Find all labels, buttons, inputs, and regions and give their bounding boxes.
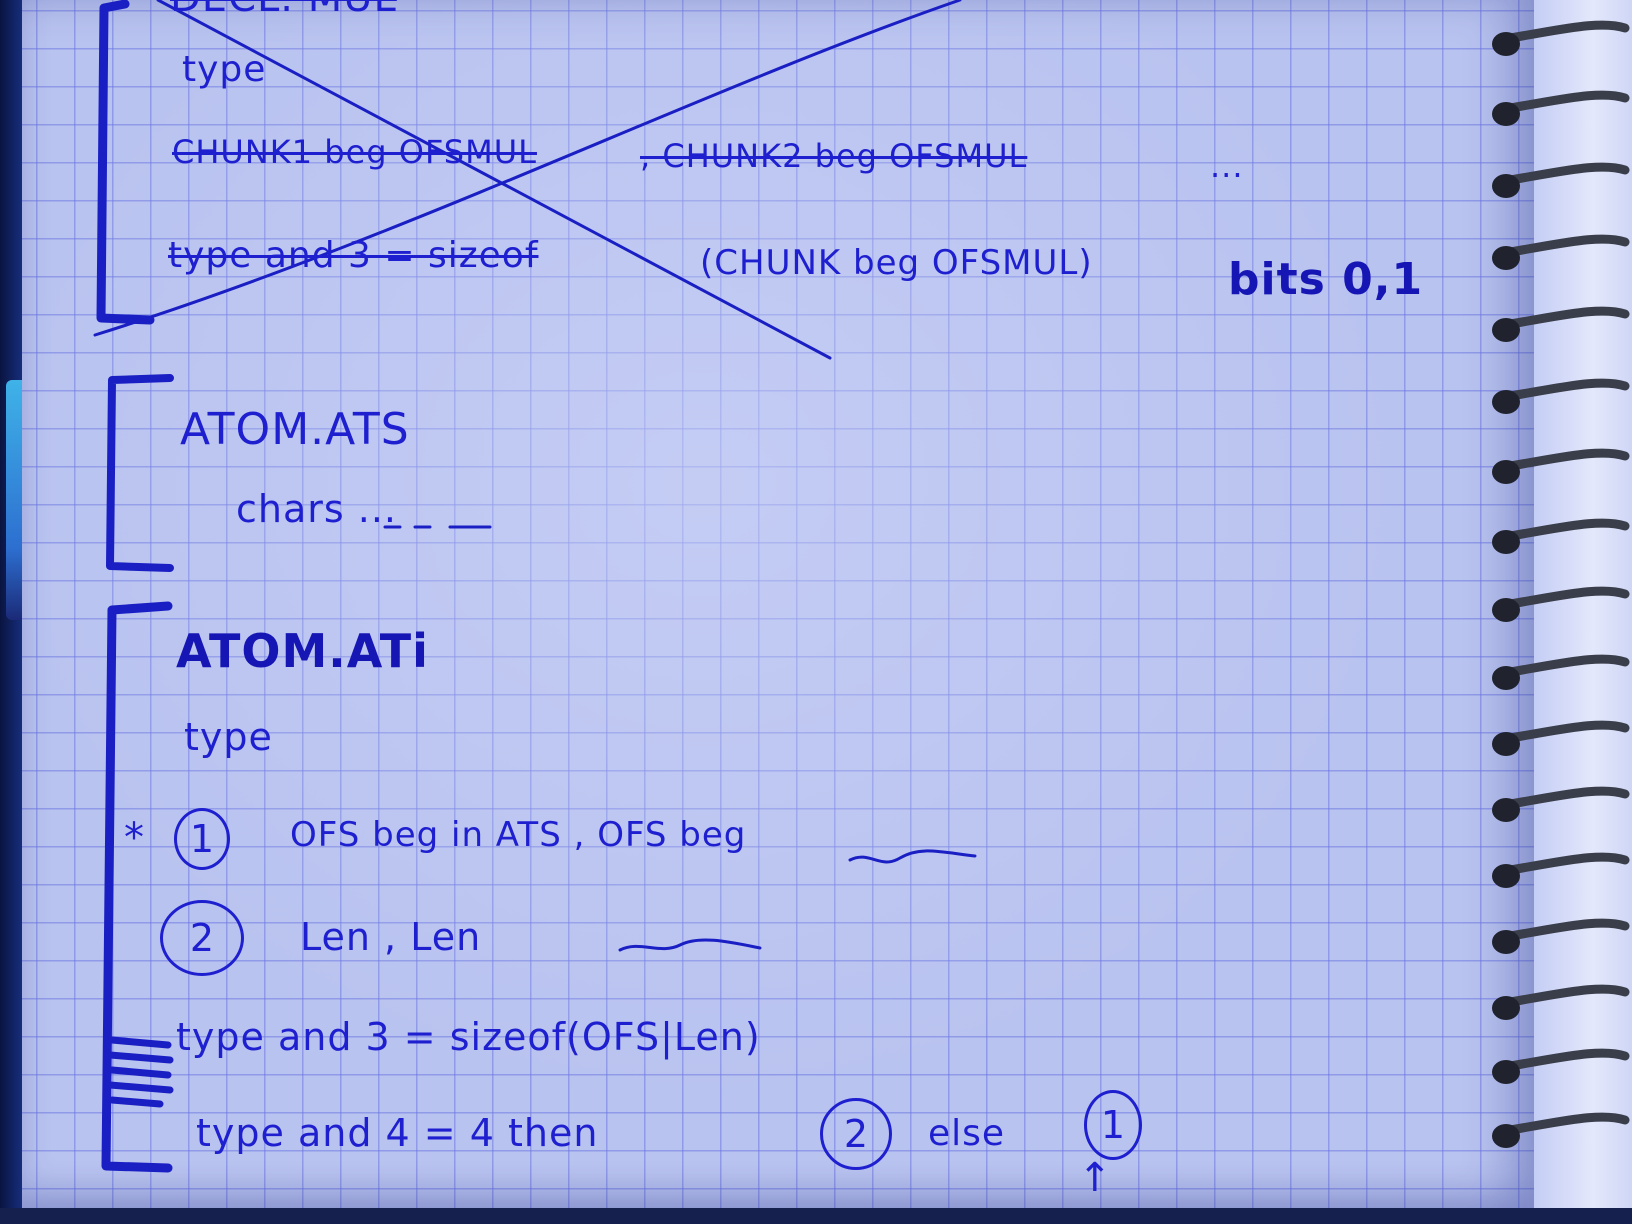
top-partial-heading: DECL. MUL xyxy=(170,0,397,18)
item2-circle: 2 xyxy=(160,900,244,976)
cond-then-circle: 2 xyxy=(820,1098,892,1170)
block1-ellipsis: ... xyxy=(1210,147,1244,185)
block1-bits: bits 0,1 xyxy=(1228,254,1424,305)
block1-type: type xyxy=(182,49,267,90)
block3-cond-then: type and 4 = 4 then xyxy=(196,1111,599,1155)
item1-circle: 1 xyxy=(174,808,230,870)
block1-sizeof: type and 3 = sizeof xyxy=(168,235,539,276)
pointer-arrow: ↑ xyxy=(1078,1155,1113,1201)
block3-sizeof: type and 3 = sizeof(OFS|Len) xyxy=(176,1015,761,1059)
block2-title: ATOM.ATS xyxy=(180,404,410,455)
block1-chunk2: , CHUNK2 beg OFSMUL xyxy=(640,137,1028,175)
block3-cond-else: else xyxy=(928,1113,1006,1154)
item1-text: OFS beg in ATS , OFS beg xyxy=(290,815,747,855)
block1-sizeof-arg: (CHUNK beg OFSMUL) xyxy=(700,243,1093,283)
block3-star: * xyxy=(124,815,145,861)
cond-else-circle: 1 xyxy=(1084,1090,1142,1160)
desk-bottom xyxy=(0,1208,1632,1224)
next-page-edge xyxy=(1534,0,1632,1224)
block1-chunk1: CHUNK1 beg OFSMUL xyxy=(172,133,537,171)
item2-text: Len , Len xyxy=(300,915,482,959)
notebook-page xyxy=(22,0,1534,1210)
block2-chars: chars ... xyxy=(236,487,397,531)
block3-type: type xyxy=(184,715,273,759)
block3-title: ATOM.ATi xyxy=(176,624,429,678)
